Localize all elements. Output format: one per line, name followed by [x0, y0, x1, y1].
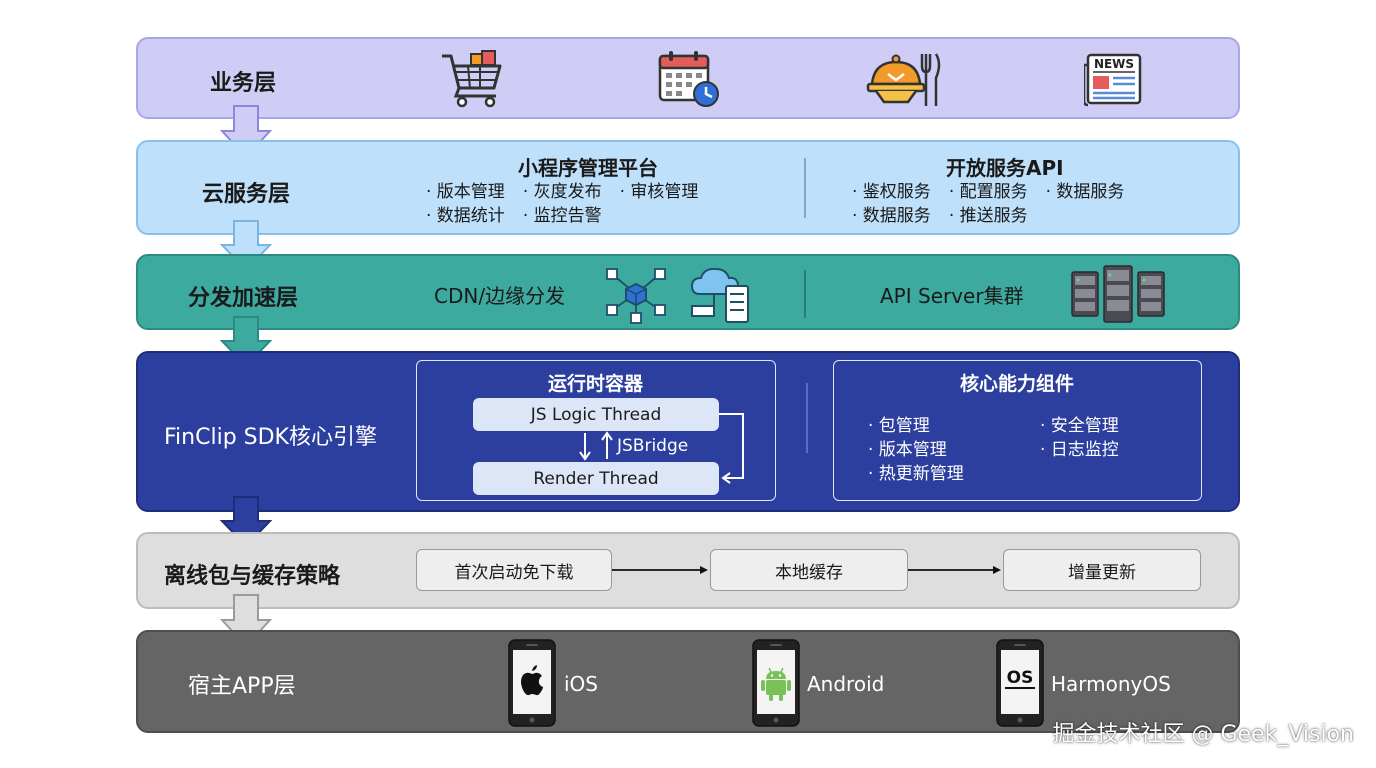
cloud-service-layer: 云服务层 小程序管理平台 · 版本管理· 灰度发布· 审核管理 · 数据统计· … — [136, 140, 1240, 235]
component-item: · 包管理 — [868, 416, 930, 436]
api-item: · 数据服务 — [852, 206, 931, 226]
watermark: 掘金技术社区 @ Geek_Vision — [1052, 722, 1354, 747]
network-nodes-icon — [606, 268, 666, 324]
server-rack-icon — [1071, 265, 1165, 323]
cloud-layer-title: 云服务层 — [202, 182, 291, 207]
thread-connectors — [579, 413, 744, 484]
business-layer: 业务层 NEWS — [136, 37, 1240, 119]
jsbridge-label: JSBridge — [617, 436, 689, 456]
shopping-cart-icon — [442, 50, 502, 108]
core-components-title: 核心能力组件 — [959, 373, 1074, 395]
runtime-container-box: 运行时容器 JS Logic Thread Render Thread JSBr… — [416, 360, 776, 501]
news-icon: NEWS — [1084, 53, 1142, 107]
open-api-title: 开放服务API — [946, 156, 1064, 180]
business-layer-title: 业务层 — [210, 71, 277, 96]
distribution-layer: 分发加速层 CDN/边缘分发 API Server集群 — [136, 254, 1240, 330]
sdk-divider — [806, 383, 808, 453]
harmonyos-icon: OS — [996, 639, 1044, 727]
component-item: · 安全管理 — [1040, 416, 1119, 436]
api-server-label: API Server集群 — [880, 284, 1024, 308]
component-item: · 日志监控 — [1040, 440, 1119, 460]
offline-step-local-cache: 本地缓存 — [710, 549, 908, 591]
js-logic-thread: JS Logic Thread — [473, 398, 719, 431]
host-layer-title: 宿主APP层 — [188, 674, 296, 699]
android-icon — [752, 639, 800, 727]
mgmt-item: · 监控告警 — [522, 206, 602, 226]
cdn-label: CDN/边缘分发 — [434, 284, 566, 308]
runtime-container-title: 运行时容器 — [547, 373, 643, 395]
platform-ios-label: iOS — [564, 672, 598, 696]
api-item: · 鉴权服务 — [852, 182, 931, 202]
component-item: · 热更新管理 — [868, 464, 964, 484]
cloud-server-icon — [690, 267, 749, 323]
offline-flow-arrows — [612, 566, 1001, 574]
api-item: · 推送服务 — [948, 206, 1028, 226]
mgmt-item: · 审核管理 — [619, 182, 699, 202]
open-api-items: · 鉴权服务 · 配置服务 · 数据服务 · 数据服务 · 推送服务 — [852, 180, 1142, 228]
render-thread: Render Thread — [473, 462, 719, 495]
apple-icon — [508, 639, 556, 727]
dist-divider — [804, 270, 806, 318]
mgmt-platform-items: · 版本管理 · 灰度发布 · 审核管理 · 数据统计 · 监控告警 — [426, 180, 716, 228]
platform-harmonyos-label: HarmonyOS — [1051, 672, 1171, 696]
dist-layer-title: 分发加速层 — [188, 286, 299, 311]
sdk-layer-title: FinClip SDK核心引擎 — [164, 425, 377, 450]
offline-step-first-launch: 首次启动免下载 — [416, 549, 612, 591]
core-components-box: 核心能力组件 · 包管理 · 安全管理 · 版本管理 · 日志监控 · 热更新管… — [833, 360, 1202, 501]
api-item: · 配置服务 — [948, 182, 1028, 202]
platform-android-label: Android — [807, 672, 885, 696]
offline-cache-layer: 离线包与缓存策略 首次启动免下载 本地缓存 增量更新 — [136, 532, 1240, 609]
offline-step-incremental: 增量更新 — [1003, 549, 1201, 591]
calendar-clock-icon — [658, 51, 719, 107]
food-delivery-icon — [866, 53, 941, 106]
host-app-layer: 宿主APP层 iOS Android OS HarmonyOS — [136, 630, 1240, 733]
mgmt-item: · 灰度发布 — [522, 182, 602, 202]
mgmt-platform-title: 小程序管理平台 — [518, 156, 658, 180]
component-item: · 版本管理 — [868, 440, 947, 460]
offline-layer-title: 离线包与缓存策略 — [164, 564, 341, 589]
cloud-divider — [804, 158, 806, 218]
mgmt-item: · 数据统计 — [426, 206, 505, 226]
mgmt-item: · 版本管理 — [426, 182, 505, 202]
svg-text:NEWS: NEWS — [1094, 57, 1134, 71]
sdk-core-layer: FinClip SDK核心引擎 运行时容器 JS Logic Thread Re… — [136, 351, 1240, 512]
api-item: · 数据服务 — [1045, 182, 1125, 202]
svg-text:OS: OS — [1007, 668, 1034, 688]
